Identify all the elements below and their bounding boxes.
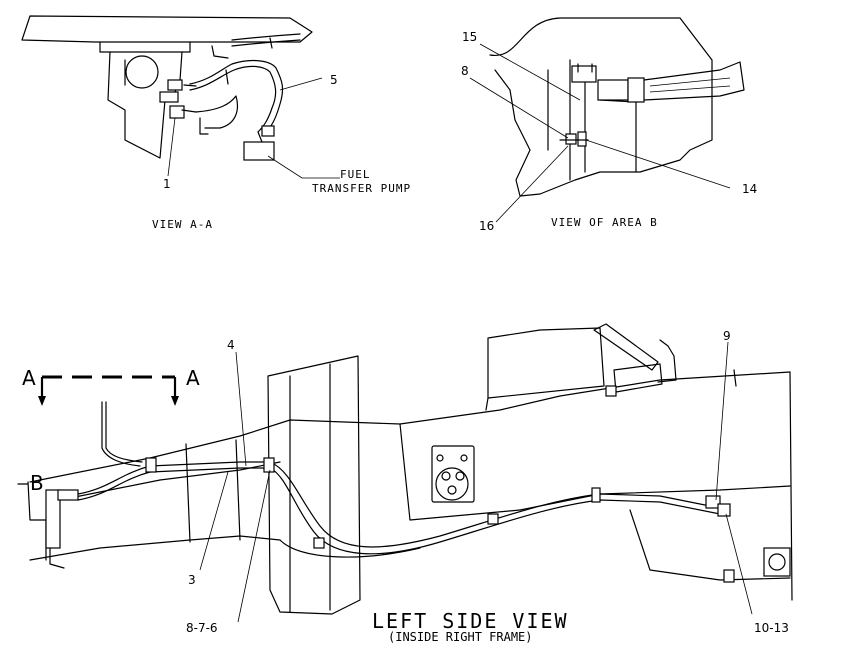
callout-9: 9 xyxy=(723,329,731,343)
callout-1: 1 xyxy=(163,177,171,191)
callout-5: 5 xyxy=(330,73,338,87)
fuel-pump-label-line2: TRANSFER PUMP xyxy=(312,182,411,195)
fuel-pump-label-line1: FUEL xyxy=(340,168,371,181)
callout-15: 15 xyxy=(462,30,477,44)
left-side-view-drawing xyxy=(17,323,793,623)
callout-14: 14 xyxy=(742,182,757,196)
callout-8-7-6: 8-7-6 xyxy=(186,621,218,635)
main-view-title: LEFT SIDE VIEW xyxy=(372,609,569,633)
callout-8: 8 xyxy=(461,64,469,78)
view-aa-drawing xyxy=(21,15,340,179)
callout-16: 16 xyxy=(479,219,494,233)
view-area-b-drawing xyxy=(469,17,745,223)
area-b-label: B xyxy=(30,471,44,495)
view-aa-caption: VIEW A-A xyxy=(152,218,213,231)
section-a-left-label: A xyxy=(22,366,36,390)
callout-10-13: 10-13 xyxy=(754,621,789,635)
callout-4: 4 xyxy=(227,338,235,352)
section-a-right-label: A xyxy=(186,366,200,390)
main-view-subtitle: (INSIDE RIGHT FRAME) xyxy=(388,630,533,644)
callout-3: 3 xyxy=(188,573,196,587)
view-area-b-caption: VIEW OF AREA B xyxy=(551,216,658,229)
